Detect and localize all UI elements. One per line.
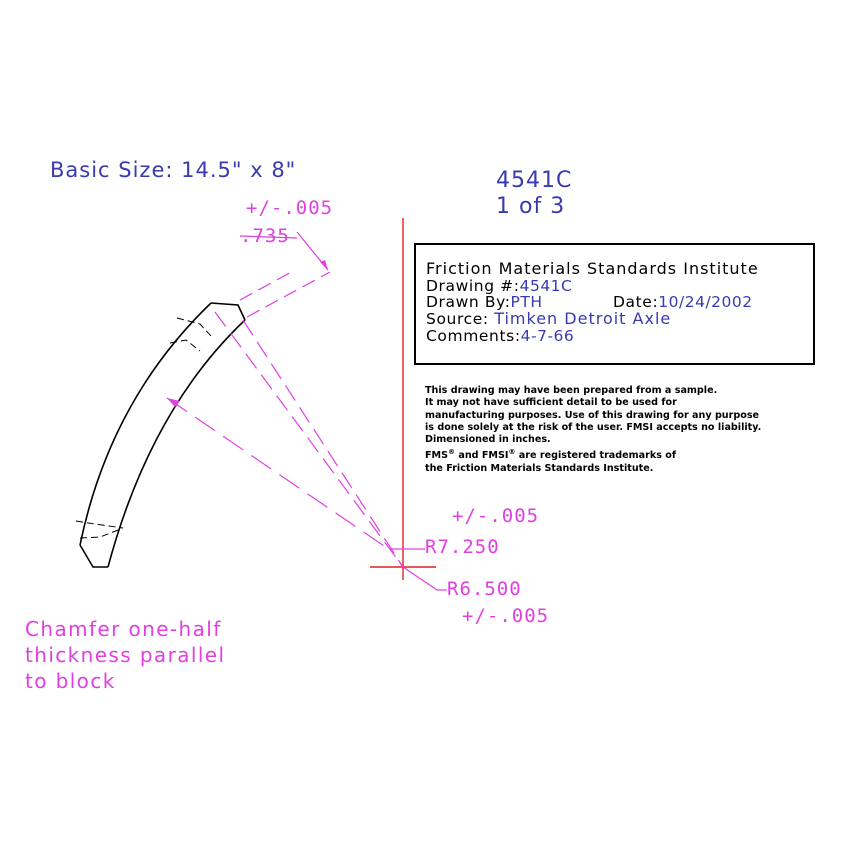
date-row: Date:10/24/2002 [613,293,753,311]
date-label: Date: [613,293,659,311]
disclaimer-line: It may not have sufficient detail to be … [425,397,677,409]
disclaimer-line: manufacturing purposes. Use of this draw… [425,409,760,421]
date-value: 10/24/2002 [658,293,753,311]
comments-value: 4-7-66 [520,327,575,345]
inner-radius-tolerance: +/-.005 [462,605,550,627]
block-hidden-features [75,317,212,539]
source-value: Timken Detroit Axle [494,309,672,328]
thickness-dimension: .735 [240,225,290,247]
drawing-number-value: 4541C [519,277,573,295]
drawing-number-label: Drawing #: [426,277,520,295]
outer-radius-value: R7.250 [425,536,500,558]
comments-row: Comments:4-7-66 [426,327,574,345]
disclaimer-line: is done solely at the risk of the user. … [425,421,762,433]
dimension-arrowheads [167,260,328,407]
source-label: Source: [426,310,489,328]
thickness-tolerance: +/-.005 [246,197,334,219]
title-block: Friction Materials Standards Institute D… [414,243,815,365]
chamfer-note-line: Chamfer one-half [25,617,222,641]
outer-radius-tolerance: +/-.005 [452,505,540,527]
drawing-number-row: Drawing #:4541C [426,277,572,295]
sheet-number: 1 of 3 [496,194,566,219]
drawing-number-heading: 4541C [496,168,573,193]
drawn-by-row: Drawn By:PTH [426,293,543,311]
disclaimer-line: This drawing may have been prepared from… [425,385,718,396]
dimension-lines [166,231,447,591]
title-block-org: Friction Materials Standards Institute [426,259,759,278]
inner-radius-value: R6.500 [447,578,522,600]
disclaimer: This drawing may have been prepared from… [425,385,761,475]
drawn-by-value: PTH [510,293,543,311]
disclaimer-line: Dimensioned in inches. [425,434,551,446]
chamfer-note-line: to block [25,669,116,693]
comments-label: Comments: [426,327,521,345]
brake-block-outline [79,302,246,568]
source-row: Source: Timken Detroit Axle [426,309,671,328]
drawn-by-label: Drawn By: [426,293,511,311]
chamfer-note-line: thickness parallel [25,643,226,667]
disclaimer-line: FMS® and FMSI® are registered trademarks… [425,448,677,462]
disclaimer-line: the Friction Materials Standards Institu… [425,462,654,474]
chamfer-note: Chamfer one-half thickness parallel to b… [25,616,225,694]
basic-size-label: Basic Size: 14.5" x 8" [50,158,297,182]
